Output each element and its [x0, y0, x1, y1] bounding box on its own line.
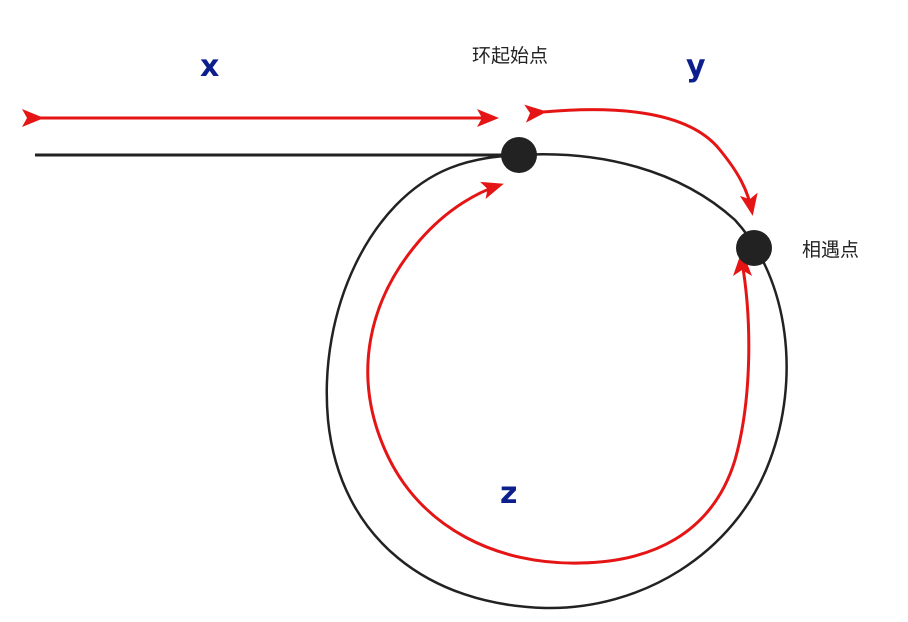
meeting-point-label: 相遇点 — [802, 239, 859, 261]
cycle-ring — [325, 153, 788, 610]
y-distance-arrow — [524, 104, 758, 216]
meeting-node — [736, 230, 772, 266]
x-label: x — [200, 49, 219, 84]
z-start-arrowhead — [733, 250, 752, 276]
ring-start-node — [501, 137, 537, 173]
z-label: z — [500, 476, 517, 511]
z-distance-arrow — [366, 181, 751, 565]
y-label: y — [686, 49, 706, 84]
ring-start-label: 环起始点 — [472, 45, 548, 67]
